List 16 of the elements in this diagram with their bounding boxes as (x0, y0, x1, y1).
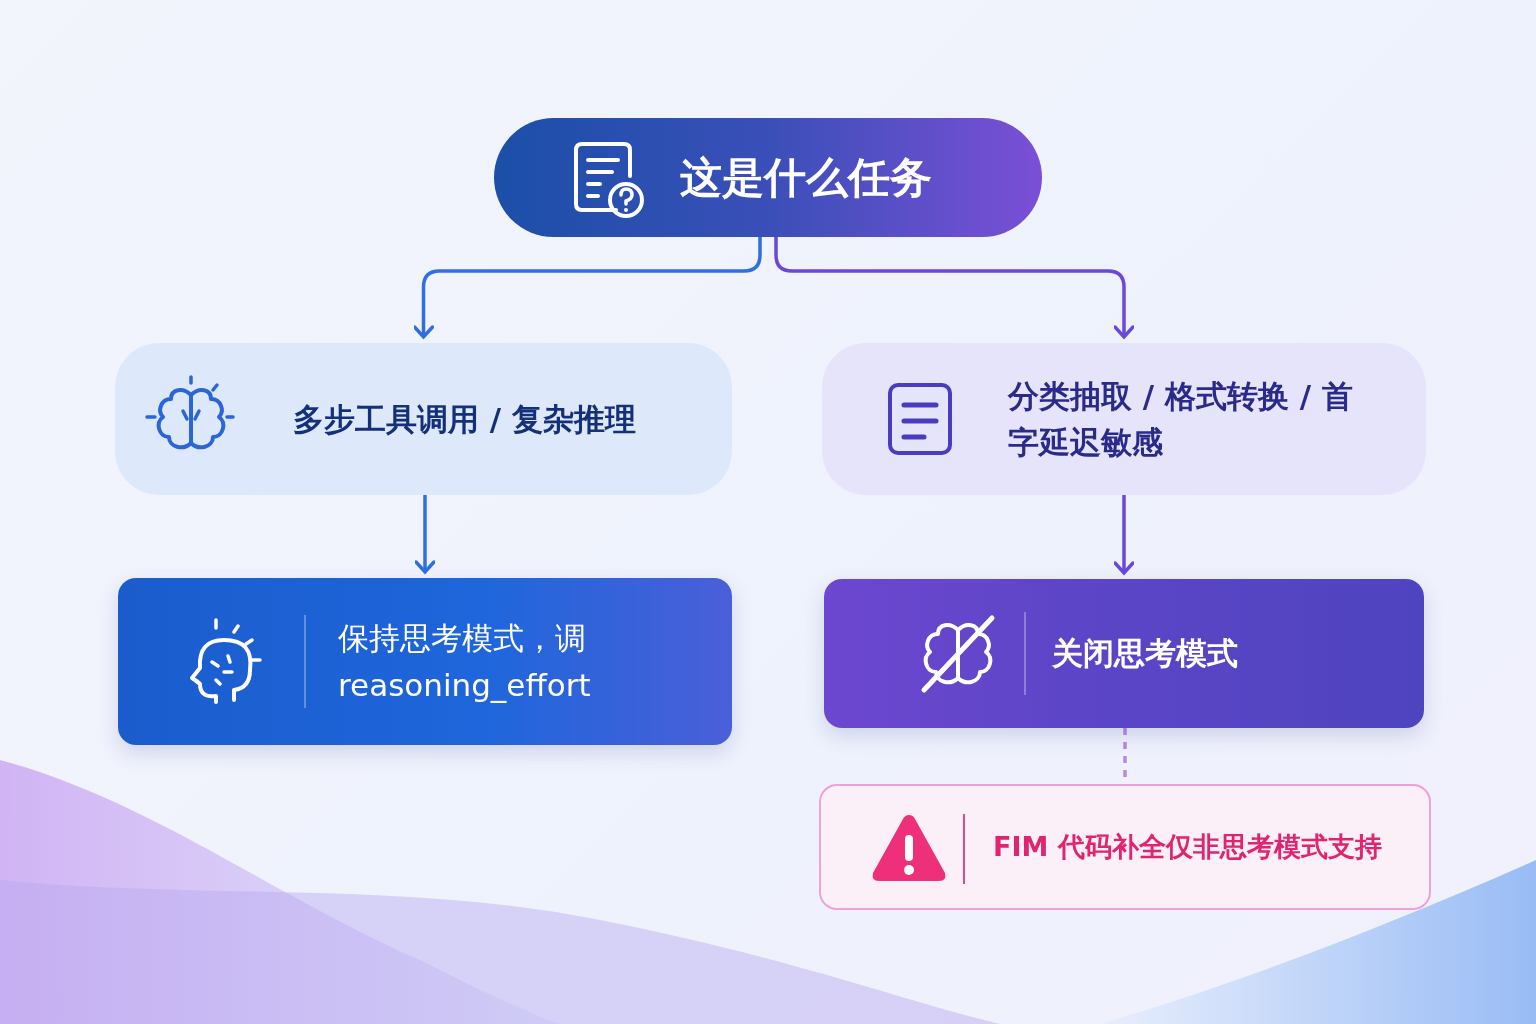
condition-box (822, 343, 1426, 495)
warning-box (819, 784, 1431, 910)
node-label: 关闭思考模式 (1052, 634, 1238, 674)
result-box (824, 579, 1424, 728)
node-label: 多步工具调用 / 复杂推理 (293, 399, 636, 439)
result-box (118, 578, 732, 745)
arrow (414, 495, 436, 574)
arrow (412, 237, 762, 339)
warning-text: FIM 代码补全仅非思考模式支持 (993, 829, 1382, 864)
node-label: 这是什么任务 (680, 152, 932, 204)
connector-line (1123, 728, 1127, 778)
arrow (774, 237, 1135, 339)
condition-box (115, 343, 732, 495)
arrow (1113, 495, 1135, 575)
node-label: 保持思考模式，调 reasoning_effort (338, 619, 592, 705)
node-label: 分类抽取 / 格式转换 / 首字延迟敏感 (1008, 376, 1354, 462)
